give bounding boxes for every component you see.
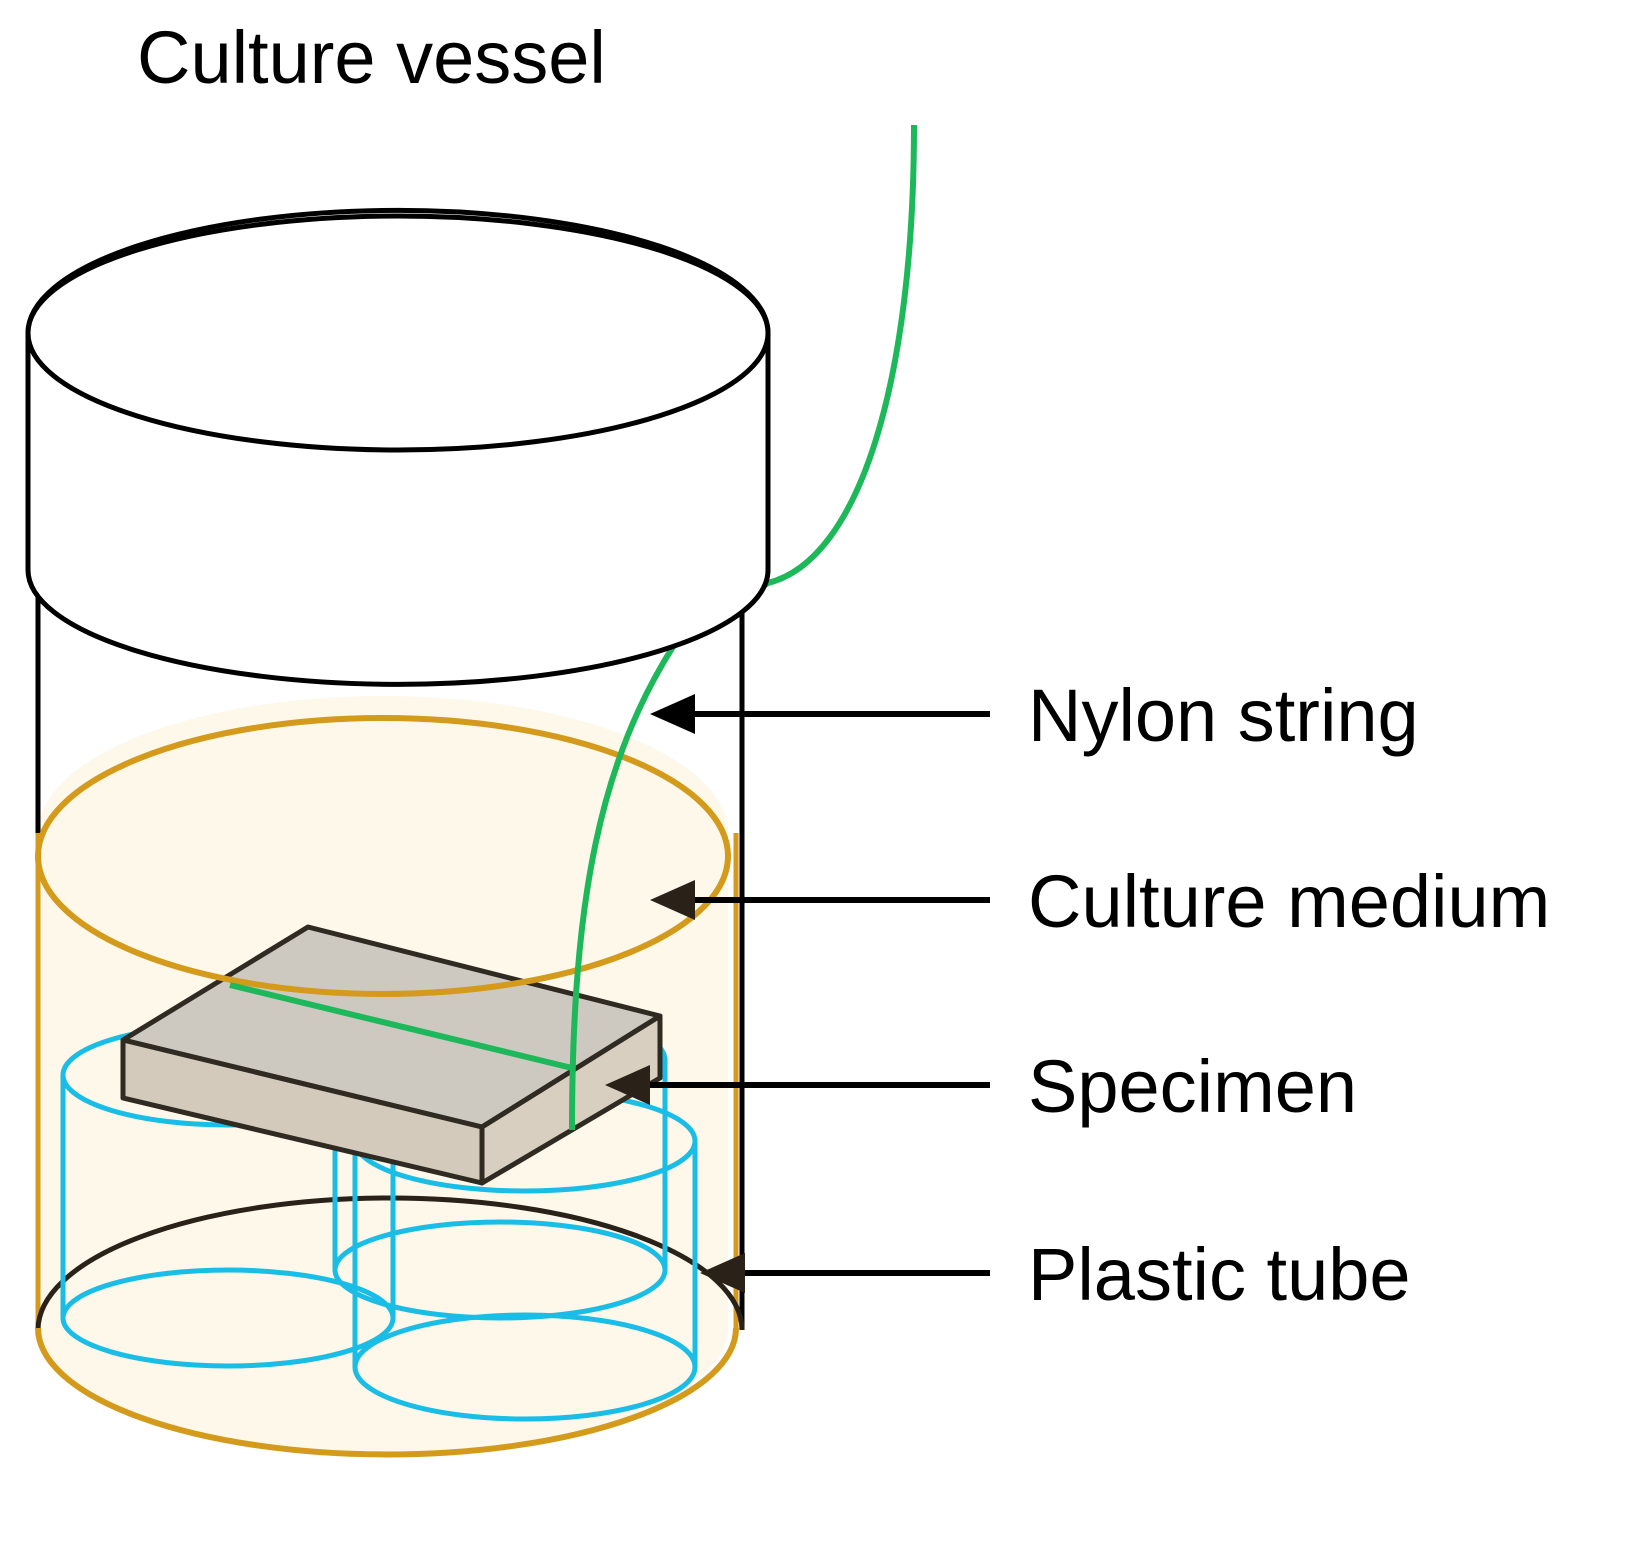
arrow-plastic-tube [700, 1253, 990, 1293]
cap-top-ellipse [25, 213, 771, 453]
label-nylon-string: Nylon string [1028, 674, 1419, 757]
vessel-cap [25, 207, 771, 687]
label-specimen: Specimen [1028, 1045, 1357, 1128]
vessel-bottom-back [35, 1195, 745, 1331]
label-culture-medium: Culture medium [1028, 860, 1550, 943]
nylon-string-tie [229, 982, 573, 1071]
label-plastic-tube: Plastic tube [1028, 1233, 1411, 1316]
vessel-bottom-front [35, 1327, 739, 1458]
arrow-culture-medium [650, 880, 990, 920]
culture-medium-surface [35, 715, 731, 997]
arrow-nylon-string [650, 694, 990, 734]
label-arrows [605, 694, 990, 1293]
arrow-specimen [605, 1065, 990, 1105]
diagram-title: Culture vessel [137, 16, 606, 99]
